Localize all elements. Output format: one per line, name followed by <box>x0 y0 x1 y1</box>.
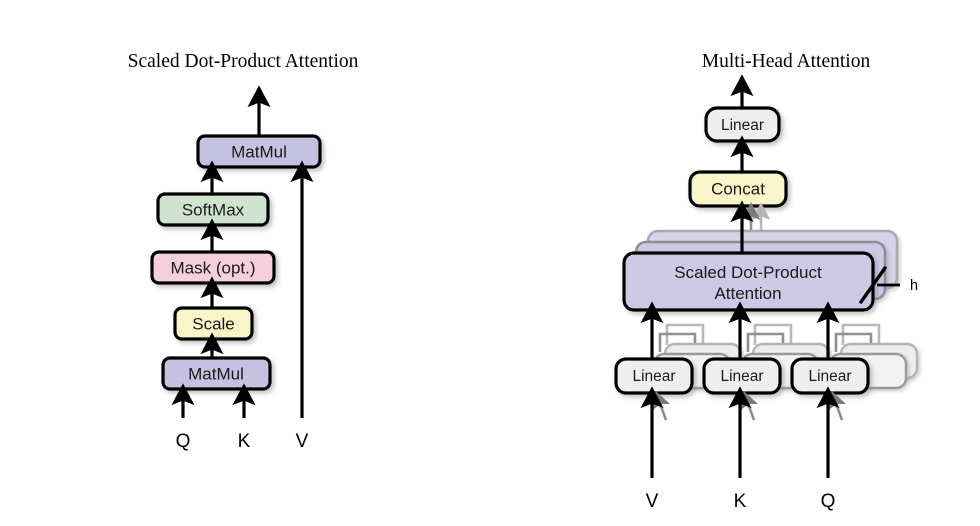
node-softmax-label: SoftMax <box>182 201 245 220</box>
node-matmul-bottom-box <box>161 356 272 391</box>
input-label-v-left: V <box>296 431 309 452</box>
heads-count-label: h <box>910 278 918 294</box>
panel-scaled-dot-product-attention: Scaled Dot-Product Attention MatMul Soft… <box>128 51 359 452</box>
panel-title-multi-head: Multi-Head Attention <box>702 51 871 72</box>
input-label-q-right: Q <box>821 491 836 512</box>
node-matmul-top-box <box>196 134 322 169</box>
input-label-k-left: K <box>238 431 251 452</box>
node-softmax: SoftMax <box>156 192 270 227</box>
node-linear-out: Linear <box>704 106 781 143</box>
node-scaled-dot-product-attention: Scaled Dot-Product Attention <box>622 251 875 312</box>
node-concat: Concat <box>688 170 788 208</box>
group-linear-q: Linear Q <box>790 301 919 512</box>
node-attention-label-line2: Attention <box>714 284 781 303</box>
panel-multi-head-attention: Multi-Head Attention Linear Concat Scale… <box>614 51 919 512</box>
node-linear-v-label: Linear <box>632 368 675 385</box>
input-label-q-left: Q <box>176 431 191 452</box>
node-matmul-top: MatMul <box>196 134 322 169</box>
node-mask: Mask (opt.) <box>150 250 276 285</box>
node-linear-out-label: Linear <box>721 117 764 134</box>
node-matmul-top-label: MatMul <box>231 143 287 162</box>
node-matmul-bottom-label: MatMul <box>188 365 244 384</box>
input-label-v-right: V <box>646 491 659 512</box>
node-linear-q-label: Linear <box>808 368 851 385</box>
node-linear-k-label: Linear <box>720 368 763 385</box>
node-matmul-bottom: MatMul <box>161 356 272 391</box>
node-attention-label-line1: Scaled Dot-Product <box>674 263 822 282</box>
input-label-k-right: K <box>734 491 747 512</box>
node-scale: Scale <box>173 306 254 341</box>
heads-slash-marker <box>859 266 887 304</box>
panel-title-scaled-dot-product: Scaled Dot-Product Attention <box>128 51 359 72</box>
node-scale-label: Scale <box>192 315 235 334</box>
node-concat-label: Concat <box>711 180 765 199</box>
node-mask-label: Mask (opt.) <box>170 259 255 278</box>
